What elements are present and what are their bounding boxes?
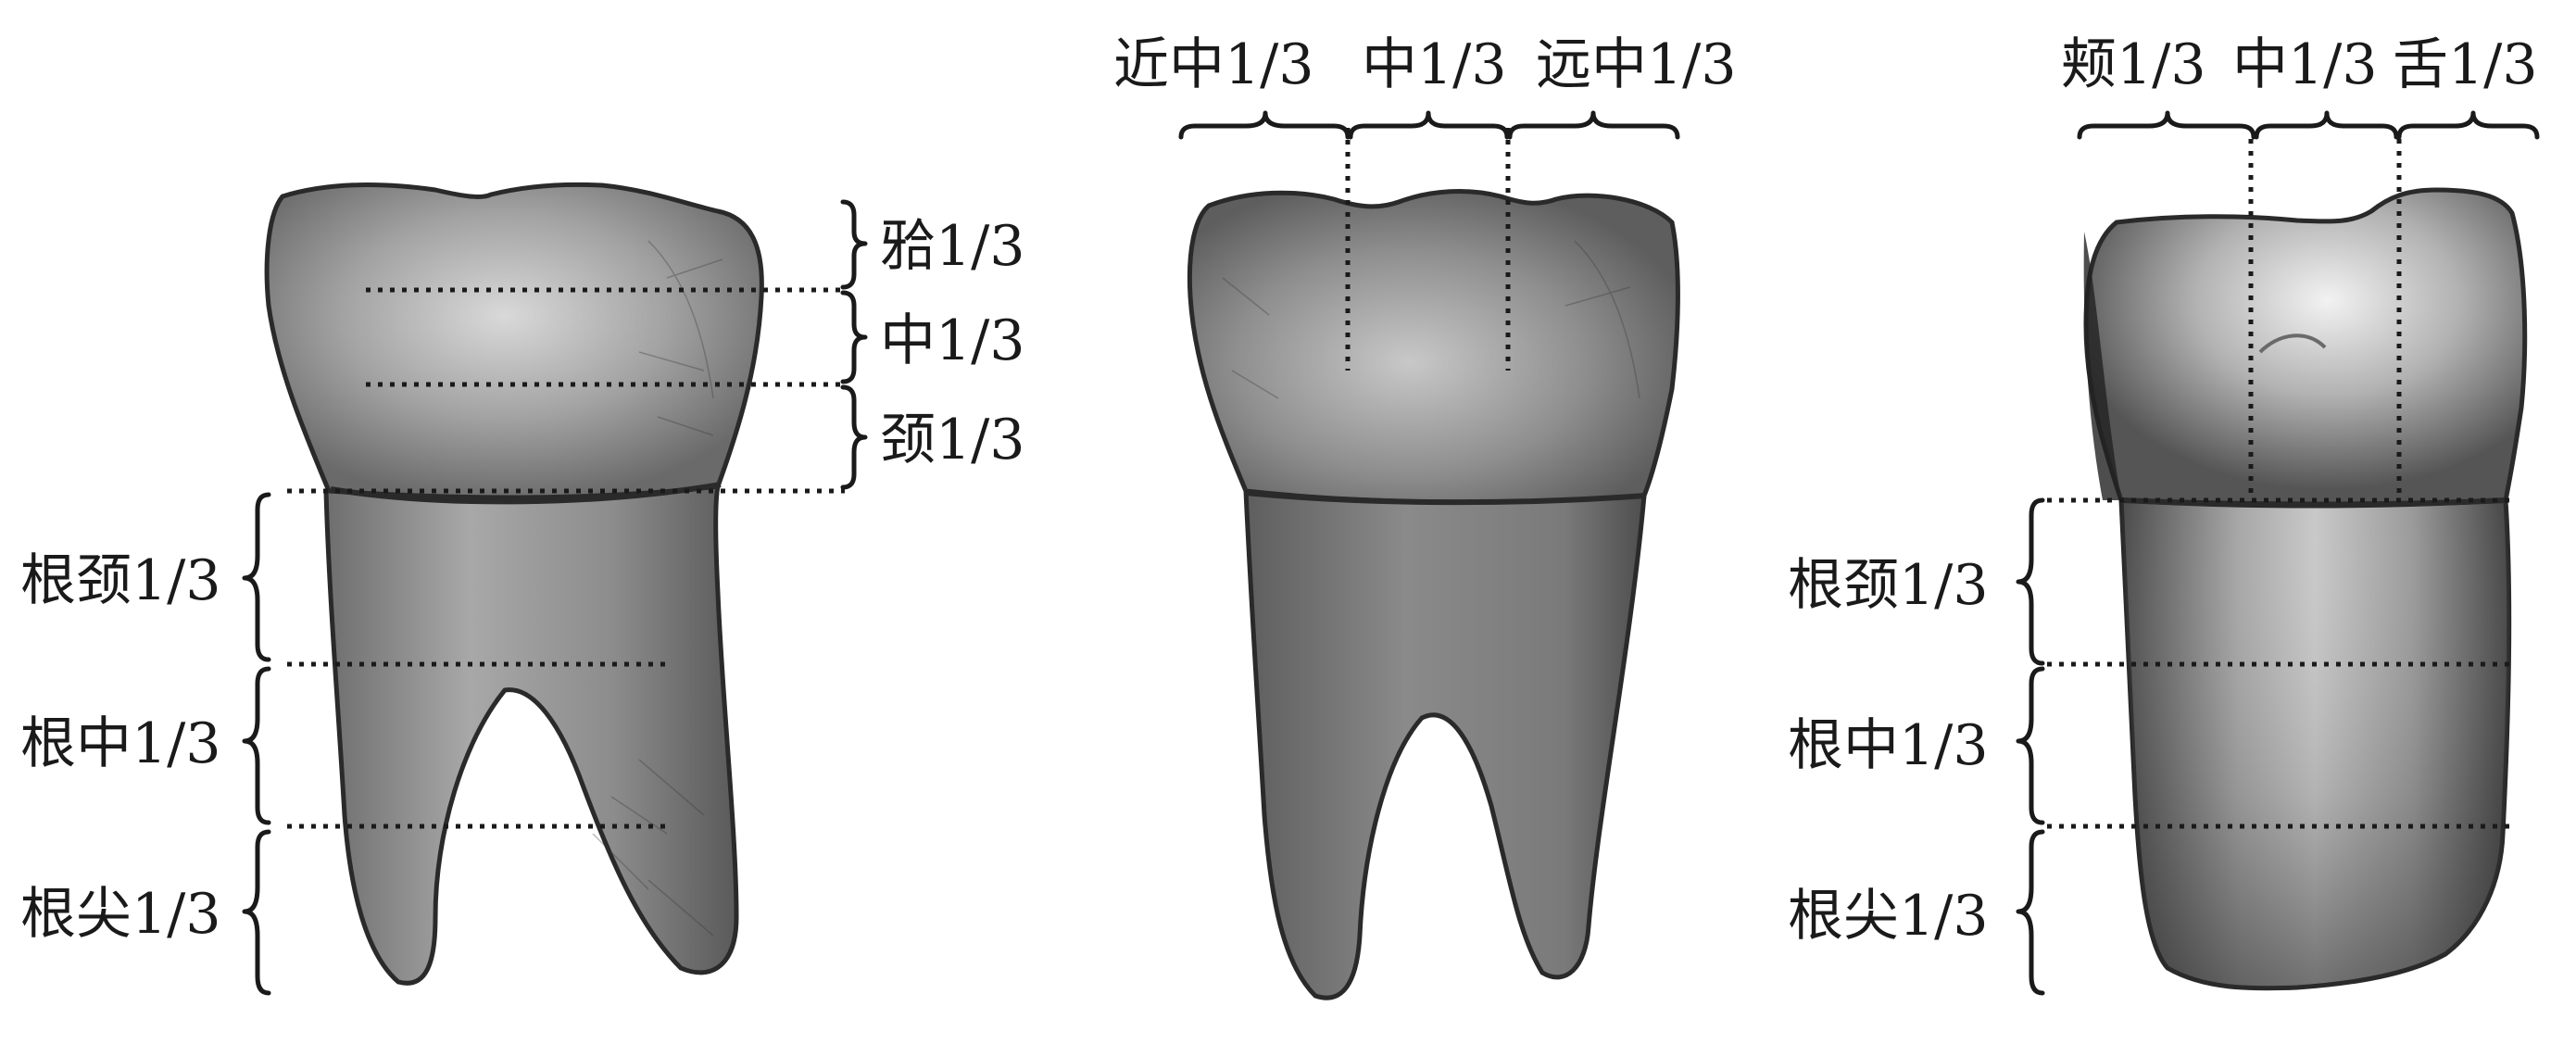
left-brace-root-cervical <box>242 492 271 662</box>
middle-brace-mesial <box>1178 110 1351 140</box>
right-tooth-crown <box>2083 187 2528 509</box>
left-label-root-apical: 根尖1/3 <box>20 882 221 947</box>
right-root-shading <box>2121 500 2509 988</box>
right-label-buccal: 颊1/3 <box>2061 32 2206 97</box>
middle-tooth-root <box>1243 488 1647 1000</box>
middle-tooth-crown <box>1187 189 1680 505</box>
right-brace-buccal <box>2077 110 2256 140</box>
left-label-occlusal: 𬌗1/3 <box>880 214 1025 279</box>
right-brace-root-middle <box>2016 666 2045 825</box>
right-label-root-apical: 根尖1/3 <box>1788 884 1989 949</box>
left-brace-root-apical <box>242 829 271 996</box>
middle-label-mesial: 近中1/3 <box>1113 32 1314 97</box>
left-label-root-middle: 根中1/3 <box>20 711 221 776</box>
left-label-root-cervical: 根颈1/3 <box>20 548 221 613</box>
middle-label-distal: 远中1/3 <box>1536 32 1737 97</box>
right-brace-middle <box>2254 110 2399 140</box>
right-label-middle: 中1/3 <box>2232 32 2378 97</box>
middle-tooth-figure: 近中1/3 中1/3 远中1/3 <box>1113 32 1737 1000</box>
left-brace-occlusal <box>840 199 868 290</box>
left-tooth-figure: 𬌗1/3 中1/3 颈1/3 根颈1/3 根中1/3 根尖1/3 <box>20 182 1025 996</box>
right-label-lingual: 舌1/3 <box>2393 32 2538 97</box>
right-brace-root-apical <box>2016 829 2045 996</box>
middle-crown-texture <box>1222 240 1640 399</box>
right-crown-fissure <box>2258 333 2327 354</box>
right-brace-lingual <box>2396 110 2540 140</box>
left-label-cervical: 颈1/3 <box>880 408 1025 472</box>
middle-cej-line <box>1245 490 1647 506</box>
left-label-middle: 中1/3 <box>880 308 1025 373</box>
left-root-texture <box>592 759 714 937</box>
right-label-root-middle: 根中1/3 <box>1788 713 1989 778</box>
right-tooth-figure: 颊1/3 中1/3 舌1/3 根颈1/3 根中1/3 根尖1/3 <box>1788 32 2540 996</box>
right-brace-root-cervical <box>2016 497 2045 666</box>
right-label-root-cervical: 根颈1/3 <box>1788 553 1989 618</box>
left-crown-texture <box>638 240 723 436</box>
left-tooth-crown <box>264 182 764 500</box>
left-brace-root-middle <box>242 666 271 825</box>
middle-brace-distal <box>1507 110 1680 140</box>
left-cej-line <box>330 482 722 505</box>
left-brace-cervical <box>840 384 868 490</box>
middle-label-middle: 中1/3 <box>1362 32 1507 97</box>
middle-brace-middle <box>1348 110 1510 140</box>
right-crown-edge-shadow <box>2083 232 2121 500</box>
left-brace-middle <box>840 290 868 384</box>
left-tooth-root <box>323 484 739 986</box>
